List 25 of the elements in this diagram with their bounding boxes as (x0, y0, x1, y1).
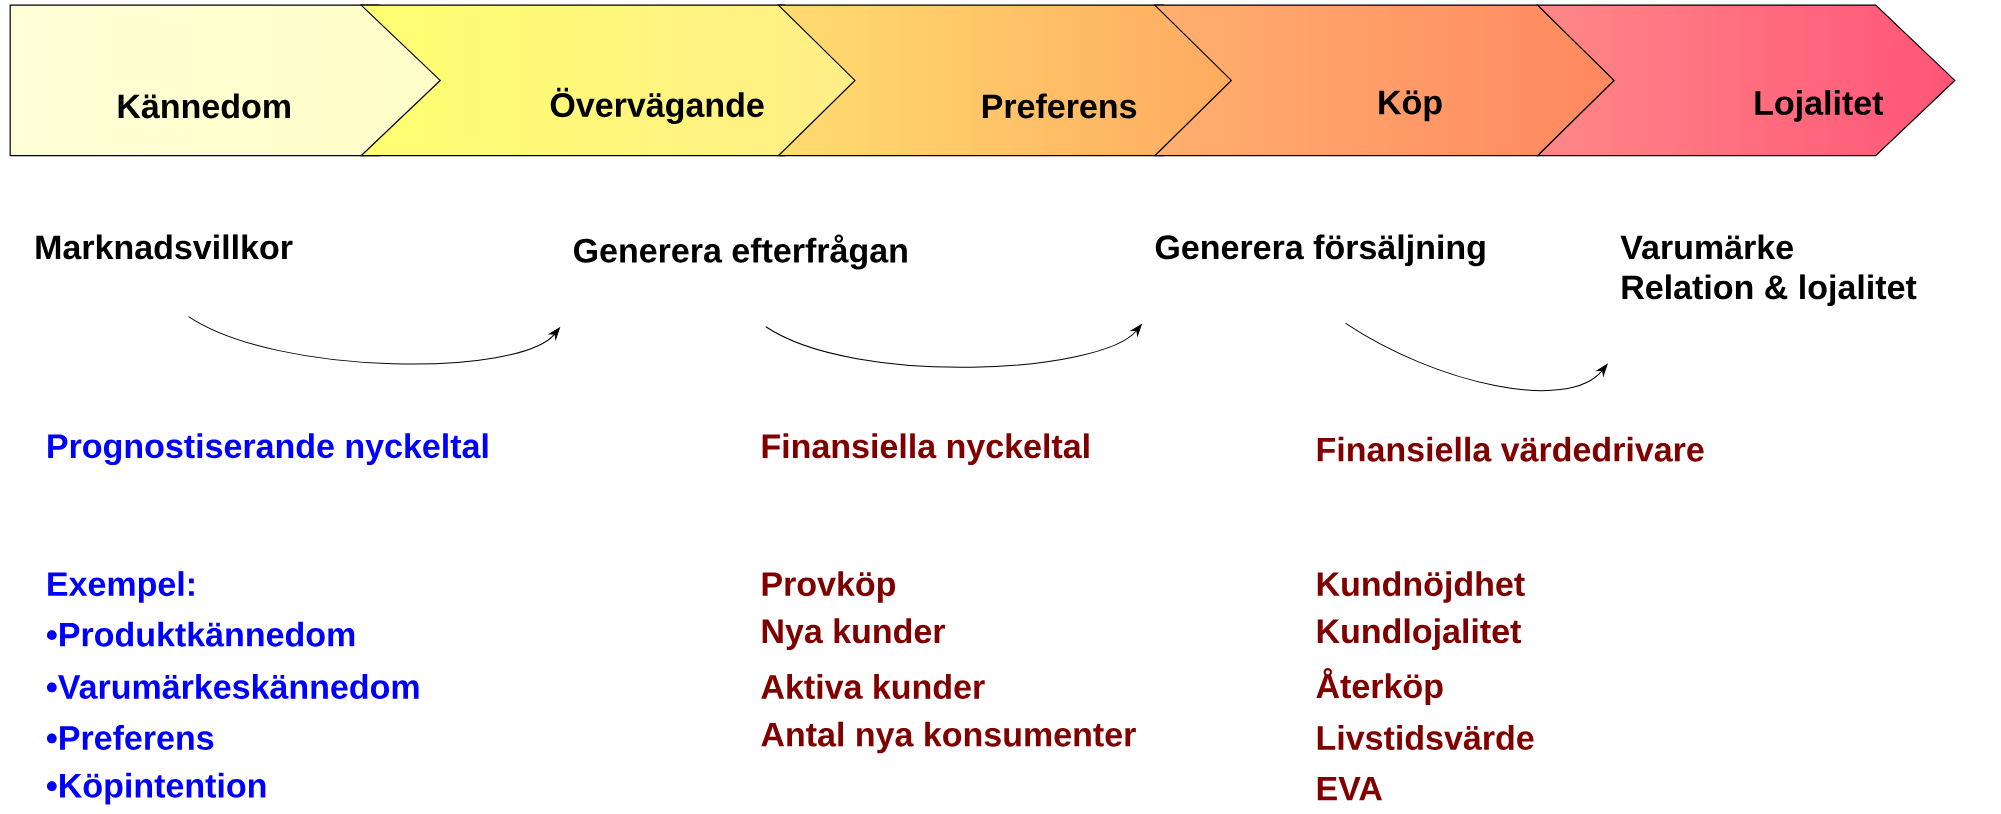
curved-arrow (188, 316, 560, 365)
stage-label: Marknadsvillkor (36, 234, 293, 260)
list-item: •Produktkännedom (47, 621, 355, 647)
stage-label: Generera försäljning (1155, 234, 1485, 267)
list-item: EVA (1317, 776, 1382, 801)
column-heading: Finansiella värdedrivare (1317, 436, 1704, 462)
stage-label: Generera efterfrågan (574, 234, 907, 270)
column-heading: Finansiella nyckeltal (762, 433, 1089, 466)
list-item: Provköp (762, 571, 896, 603)
column-heading: Prognostiserande nyckeltal (48, 433, 488, 466)
list-item: Återköp (1316, 668, 1443, 706)
list-item: •Preferens (47, 725, 214, 750)
list-item: •Köpintention (47, 772, 266, 805)
list-item: Aktiva kunder (761, 674, 985, 699)
curved-arrow (765, 324, 1142, 368)
list-item: Exempel: (48, 571, 194, 603)
stage-label: Varumärke Relation & lojalitet (1620, 234, 1917, 307)
list-item: Kundnöjdhet (1317, 571, 1525, 603)
list-item: Livstidsvärde (1317, 725, 1534, 750)
chevron-step: Lojalitet (1536, 4, 1956, 157)
list-item: Kundlojalitet (1317, 618, 1521, 651)
list-item: Nya kunder (762, 618, 946, 651)
list-item: Antal nya konsumenter (761, 721, 1136, 754)
curved-arrow (1345, 322, 1608, 392)
list-item: •Varumärkeskännedom (47, 674, 419, 699)
